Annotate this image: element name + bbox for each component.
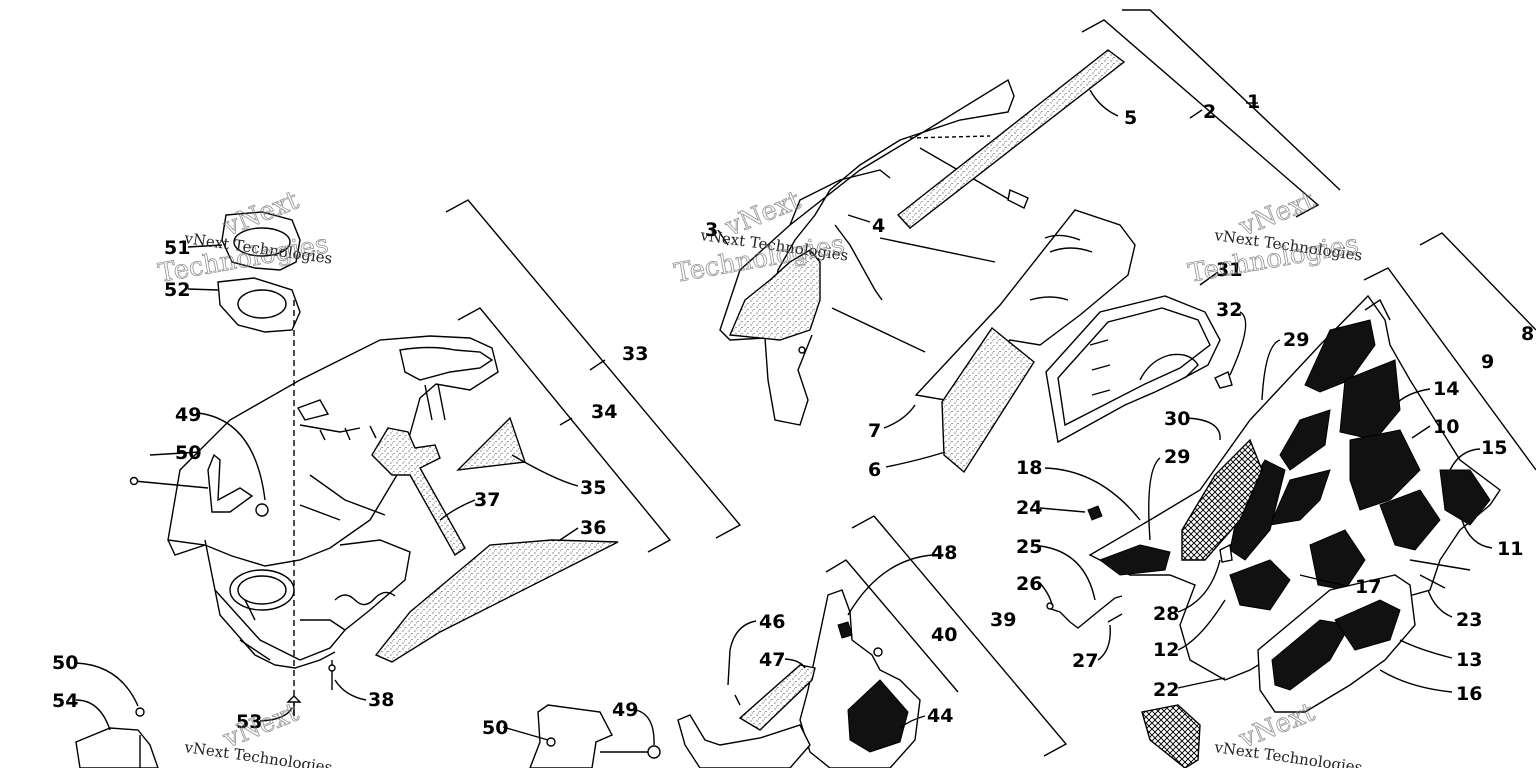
callout-30: 30 xyxy=(1164,408,1190,430)
group-bracket-39 xyxy=(851,515,1068,757)
callout-10: 10 xyxy=(1433,416,1459,438)
trim-46-part xyxy=(677,694,811,768)
callout-38: 38 xyxy=(368,689,394,711)
clip-32-part xyxy=(1214,371,1233,389)
callout-29-lower: 29 xyxy=(1164,446,1190,468)
watermark-3: vNext Technologies Technologies vNext xyxy=(1186,185,1364,289)
callout-23: 23 xyxy=(1456,609,1482,631)
rivet-50-left-part xyxy=(129,476,209,489)
watermark-5: vNext Technologies vNext xyxy=(1212,697,1363,768)
callout-11: 11 xyxy=(1497,538,1523,560)
fastener-53-part xyxy=(286,695,302,716)
part-27-screw xyxy=(1107,613,1123,623)
gasket-51-part xyxy=(221,211,301,271)
callout-47: 47 xyxy=(759,649,785,671)
foam-pad-36-part xyxy=(374,539,619,663)
watermark-4: vNext Technologies vNext xyxy=(182,697,333,768)
belly-pan-part xyxy=(167,335,499,669)
foam-strip-5-part xyxy=(896,49,1126,229)
callout-31: 31 xyxy=(1216,259,1242,281)
callout-22: 22 xyxy=(1153,679,1179,701)
callout-18: 18 xyxy=(1016,457,1042,479)
callout-37: 37 xyxy=(474,489,500,511)
callout-48: 48 xyxy=(931,542,957,564)
callout-7: 7 xyxy=(868,420,881,442)
callout-15: 15 xyxy=(1481,437,1507,459)
callout-25: 25 xyxy=(1016,536,1042,558)
callout-33: 33 xyxy=(622,343,648,365)
svg-text:vNext Technologies: vNext Technologies xyxy=(1212,738,1363,768)
clip-4-part xyxy=(1007,189,1029,209)
callout-2: 2 xyxy=(1203,101,1216,123)
callout-4: 4 xyxy=(872,215,885,237)
callout-32: 32 xyxy=(1216,299,1242,321)
group-bracket-40 xyxy=(825,559,959,693)
callout-13: 13 xyxy=(1456,649,1482,671)
callout-5: 5 xyxy=(1124,107,1137,129)
callout-17: 17 xyxy=(1355,576,1381,598)
foam-pad-35-part xyxy=(456,416,526,471)
svg-text:vNext: vNext xyxy=(218,697,303,755)
callout-49-lower: 49 xyxy=(612,699,638,721)
group-bracket-1 xyxy=(1122,9,1341,191)
callout-34: 34 xyxy=(591,401,617,423)
trim-47-part xyxy=(738,664,816,731)
callout-29-upper: 29 xyxy=(1283,329,1309,351)
callout-52: 52 xyxy=(164,279,190,301)
callout-labels: 1 2 3 4 5 6 7 8 9 10 11 12 13 14 15 16 1… xyxy=(52,91,1534,739)
callout-1: 1 xyxy=(1247,91,1260,113)
callout-54: 54 xyxy=(52,690,78,712)
dash-panel-31-part xyxy=(1045,295,1221,444)
callout-26: 26 xyxy=(1016,573,1042,595)
callout-46: 46 xyxy=(759,611,785,633)
group-bracket-2 xyxy=(1081,19,1320,218)
group-bracket-8 xyxy=(1419,232,1536,331)
group-bracket-9 xyxy=(1363,267,1536,471)
side-panel-40-part xyxy=(799,589,921,768)
nose-panel-16-part xyxy=(1257,574,1416,713)
callout-35: 35 xyxy=(580,477,606,499)
callout-53: 53 xyxy=(236,711,262,733)
bracket-49-bottom-part xyxy=(529,704,661,768)
windshield-frame-part xyxy=(719,78,1015,426)
leader-lines xyxy=(75,89,1493,746)
callout-50-lower: 50 xyxy=(482,717,508,739)
callout-6: 6 xyxy=(868,459,881,481)
bracket-part xyxy=(207,453,269,517)
callout-40: 40 xyxy=(931,624,957,646)
callout-24: 24 xyxy=(1016,497,1042,519)
callout-36: 36 xyxy=(580,517,606,539)
callout-39: 39 xyxy=(990,609,1016,631)
foam-pad-37-part xyxy=(371,427,466,557)
callout-14: 14 xyxy=(1433,378,1459,400)
vent-22-part xyxy=(1141,704,1201,768)
callout-16: 16 xyxy=(1456,683,1482,705)
callout-51: 51 xyxy=(164,237,190,259)
callout-50-upper: 50 xyxy=(175,442,201,464)
callout-28: 28 xyxy=(1153,603,1179,625)
callout-49-upper: 49 xyxy=(175,404,201,426)
callout-8: 8 xyxy=(1521,323,1534,345)
callout-50-mid: 50 xyxy=(52,652,78,674)
callout-3: 3 xyxy=(705,219,718,241)
gasket-52-part xyxy=(217,277,301,333)
fastener-38-part xyxy=(328,660,336,690)
callout-44: 44 xyxy=(927,705,953,727)
callout-9: 9 xyxy=(1481,351,1494,373)
group-bracket-33 xyxy=(445,199,742,539)
part-26-wire xyxy=(1046,595,1123,629)
side-panel-54-part xyxy=(75,707,159,768)
part-24-clip xyxy=(1087,505,1103,521)
callout-27: 27 xyxy=(1072,650,1098,672)
group-bracket-34 xyxy=(457,307,672,553)
foam-block-6-part xyxy=(941,326,1035,474)
callout-12: 12 xyxy=(1153,639,1179,661)
